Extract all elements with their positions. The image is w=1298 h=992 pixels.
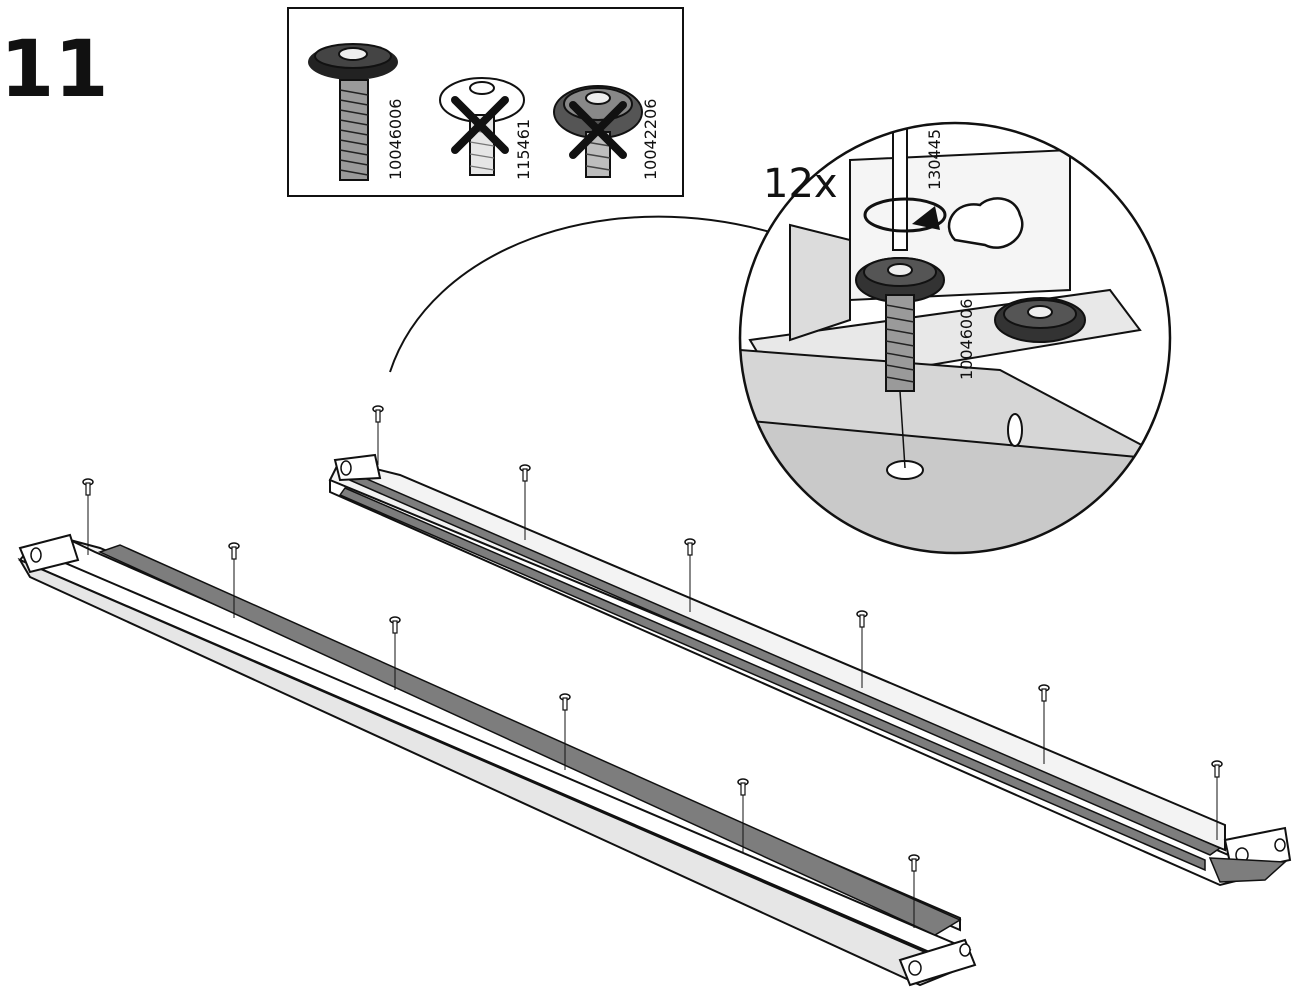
tool-code: 130445 [925, 129, 944, 190]
rail-hole [1007, 413, 1023, 447]
incorrect-screw-code-2: 10042206 [641, 99, 660, 180]
incorrect-screw-code-1: 115461 [514, 119, 533, 180]
detail-screw-code: 10046006 [957, 299, 976, 380]
cross-icon [451, 96, 509, 154]
cross-icon [569, 101, 627, 159]
rail-front [17, 533, 977, 987]
quantity-label: 12x [763, 161, 838, 207]
correct-screw-icon [308, 43, 398, 181]
step-number: 11 [0, 25, 109, 115]
callout-arc [389, 215, 771, 373]
rail-back [328, 453, 1292, 887]
correct-screw-code: 10046006 [386, 99, 405, 180]
screw-icon [372, 405, 1223, 840]
detail-circle [738, 121, 1172, 555]
parts-comparison-box: 10046006 115461 [287, 7, 684, 197]
screw-icon [82, 478, 920, 928]
